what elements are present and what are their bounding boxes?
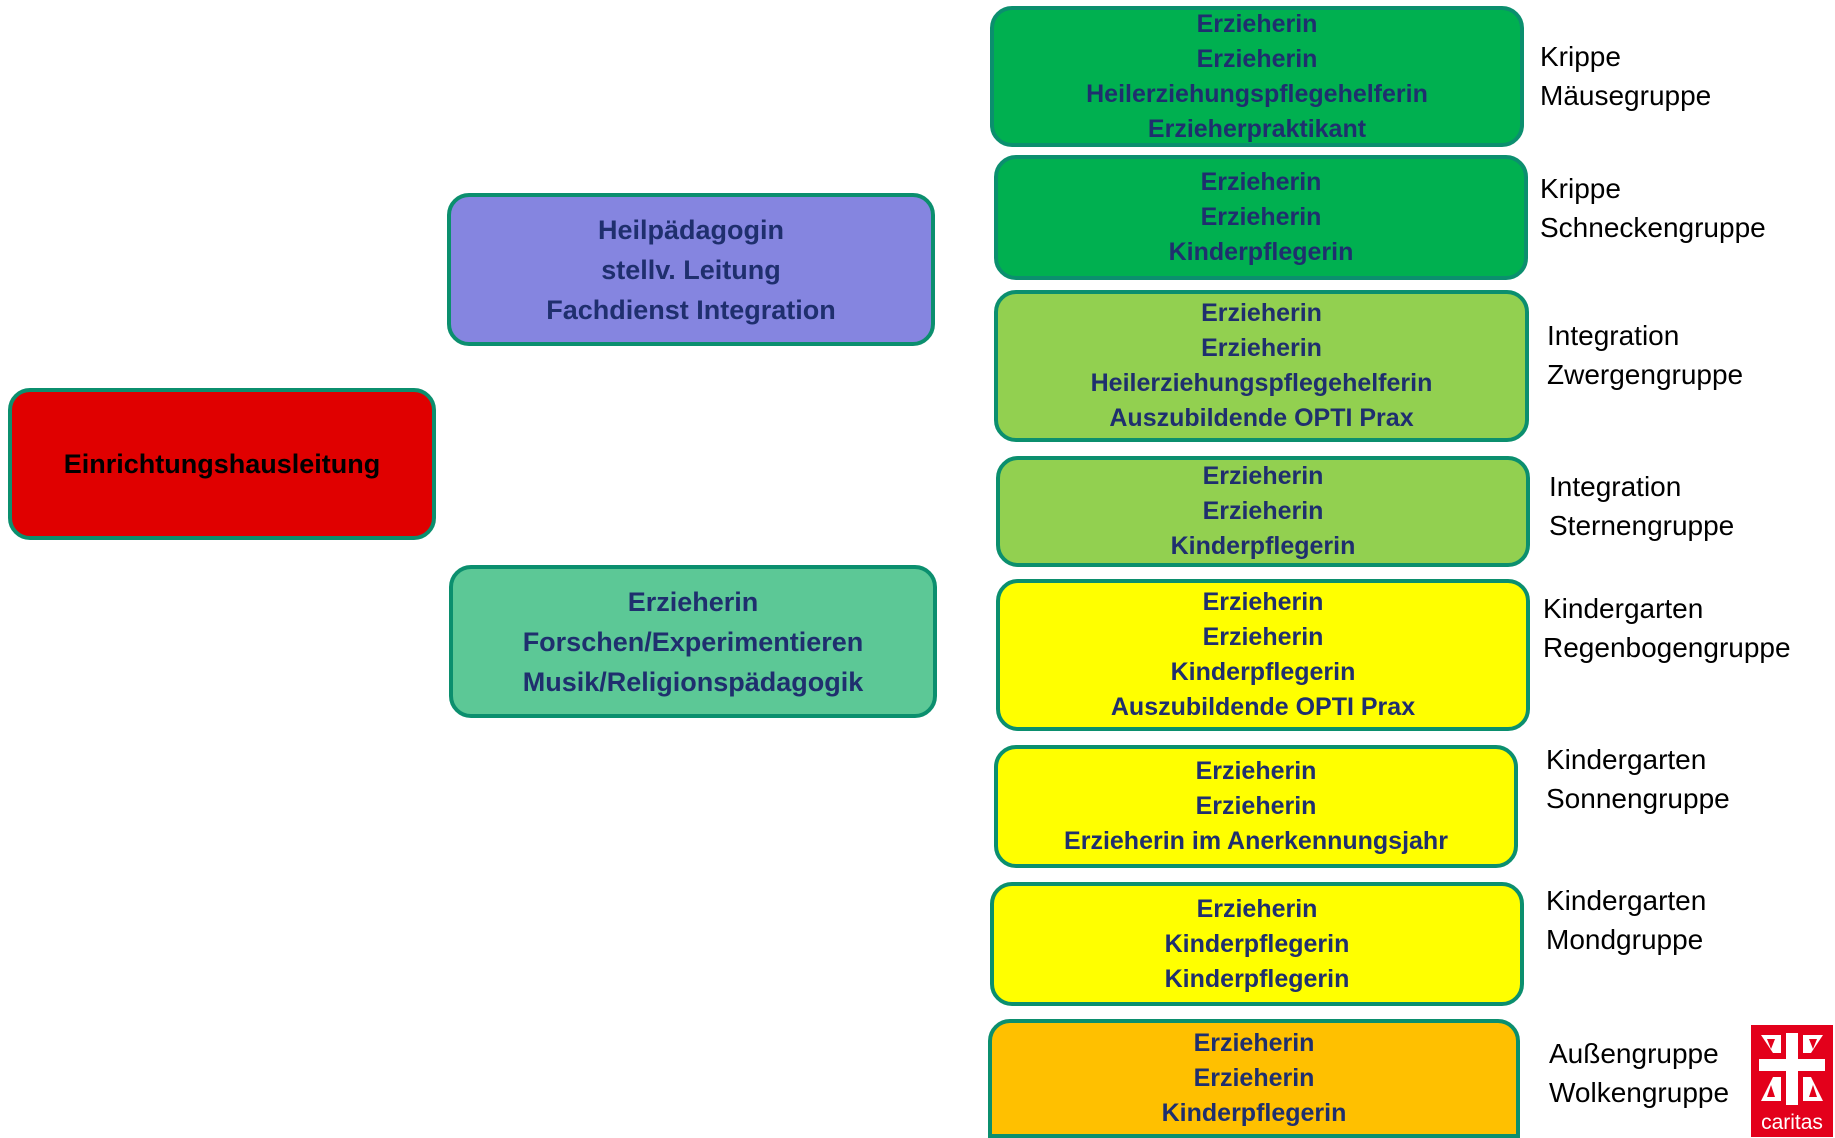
staff-line: Kinderpflegerin: [1164, 929, 1350, 958]
caritas-logo-text: caritas: [1761, 1111, 1823, 1134]
group-box-wolkengruppe: Erzieherin Erzieherin Kinderpflegerin: [988, 1019, 1520, 1138]
group-label-line: Kindergarten: [1543, 593, 1704, 624]
group-label-mondgruppe: Kindergarten Mondgruppe: [1546, 881, 1706, 959]
group-label-line: Zwergengruppe: [1547, 359, 1744, 390]
group-label-sternengruppe: Integration Sternengruppe: [1549, 467, 1734, 545]
group-box-sternengruppe: Erzieherin Erzieherin Kinderpflegerin: [996, 456, 1530, 567]
side-box-line: Erzieherin: [627, 586, 759, 617]
group-label-regenbogengruppe: Kindergarten Regenbogengruppe: [1543, 589, 1791, 667]
group-box-regenbogengruppe: Erzieherin Erzieherin Kinderpflegerin Au…: [996, 579, 1530, 731]
staff-line: Kinderpflegerin: [1170, 658, 1356, 686]
group-label-line: Außengruppe: [1549, 1038, 1719, 1069]
side-box-line: Fachdienst Integration: [546, 294, 836, 325]
staff-line: Kinderpflegerin: [1161, 1099, 1347, 1127]
staff-line: Erzieherin: [1193, 1029, 1315, 1057]
staff-line: Kinderpflegerin: [1168, 238, 1354, 266]
staff-line: Erzieherin: [1201, 334, 1322, 362]
staff-line: Kinderpflegerin: [1170, 532, 1356, 560]
group-box-schneckengruppe: Erzieherin Erzieherin Kinderpflegerin: [994, 155, 1528, 280]
staff-line: Erzieherpraktikant: [1147, 114, 1367, 143]
staff-line: Erzieherin: [1196, 9, 1318, 38]
staff-line: Erzieherin: [1196, 894, 1318, 923]
side-box-heilpaedagogin: Heilpädagogin stellv. Leitung Fachdienst…: [447, 193, 935, 346]
staff-line: Erzieherin: [1200, 168, 1322, 196]
staff-line: Kinderpflegerin: [1164, 964, 1350, 993]
staff-line: Heilerziehungspflegehelferin: [1086, 79, 1428, 108]
group-label-line: Schneckengruppe: [1540, 212, 1766, 243]
staff-line: Erzieherin: [1193, 1064, 1315, 1092]
group-label-line: Krippe: [1540, 41, 1621, 72]
group-label-line: Sternengruppe: [1549, 510, 1735, 541]
caritas-cross-icon: [1759, 1033, 1825, 1105]
group-label-line: Regenbogengruppe: [1543, 632, 1791, 663]
staff-line: Heilerziehungspflegehelferin: [1090, 369, 1433, 397]
staff-line: Auszubildende OPTI Prax: [1109, 404, 1414, 432]
staff-line: Erzieherin: [1202, 588, 1324, 616]
group-label-line: Integration: [1547, 320, 1680, 351]
side-box-line: Heilpädagogin: [597, 214, 784, 245]
group-label-line: Kindergarten: [1546, 885, 1707, 916]
group-label-wolkengruppe: Außengruppe Wolkengruppe: [1549, 1034, 1729, 1112]
side-box-erzieherin-forschen: Erzieherin Forschen/Experimentieren Musi…: [449, 565, 937, 718]
group-label-sonnengruppe: Kindergarten Sonnengruppe: [1546, 740, 1730, 818]
staff-line: Erzieherin: [1202, 623, 1324, 651]
group-label-maeusegruppe: Krippe Mäusegruppe: [1540, 37, 1711, 115]
staff-line: Erzieherin im Anerkennungsjahr: [1064, 827, 1448, 855]
staff-line: Erzieherin: [1200, 203, 1322, 231]
group-label-line: Kindergarten: [1546, 744, 1707, 775]
group-box-maeusegruppe: Erzieherin Erzieherin Heilerziehungspfle…: [990, 6, 1524, 147]
group-label-line: Mäusegruppe: [1540, 80, 1712, 111]
root-box-einrichtungshausleitung: Einrichtungshausleitung: [8, 388, 436, 540]
staff-line: Auszubildende OPTI Prax: [1110, 693, 1416, 721]
side-box-line: Musik/Religionspädagogik: [522, 666, 864, 697]
group-label-line: Integration: [1549, 471, 1682, 502]
group-label-line: Wolkengruppe: [1549, 1077, 1730, 1108]
staff-line: Erzieherin: [1201, 299, 1322, 327]
group-box-mondgruppe: Erzieherin Kinderpflegerin Kinderpfleger…: [990, 882, 1524, 1006]
group-label-line: Krippe: [1540, 173, 1621, 204]
root-label: Einrichtungshausleitung: [63, 448, 381, 479]
staff-line: Erzieherin: [1202, 462, 1324, 490]
staff-line: Erzieherin: [1195, 792, 1317, 820]
group-label-line: Sonnengruppe: [1546, 783, 1730, 814]
staff-line: Erzieherin: [1196, 44, 1318, 73]
group-label-schneckengruppe: Krippe Schneckengruppe: [1540, 169, 1766, 247]
staff-line: Erzieherin: [1202, 497, 1324, 525]
group-box-sonnengruppe: Erzieherin Erzieherin Erzieherin im Aner…: [994, 745, 1518, 868]
side-box-line: Forschen/Experimentieren: [522, 626, 864, 657]
group-box-zwergengruppe: Erzieherin Erzieherin Heilerziehungspfle…: [994, 290, 1529, 442]
group-label-zwergengruppe: Integration Zwergengruppe: [1547, 316, 1743, 394]
side-box-line: stellv. Leitung: [601, 254, 781, 285]
staff-line: Erzieherin: [1195, 757, 1317, 785]
group-label-line: Mondgruppe: [1546, 924, 1704, 955]
caritas-logo: caritas: [1750, 1024, 1834, 1138]
